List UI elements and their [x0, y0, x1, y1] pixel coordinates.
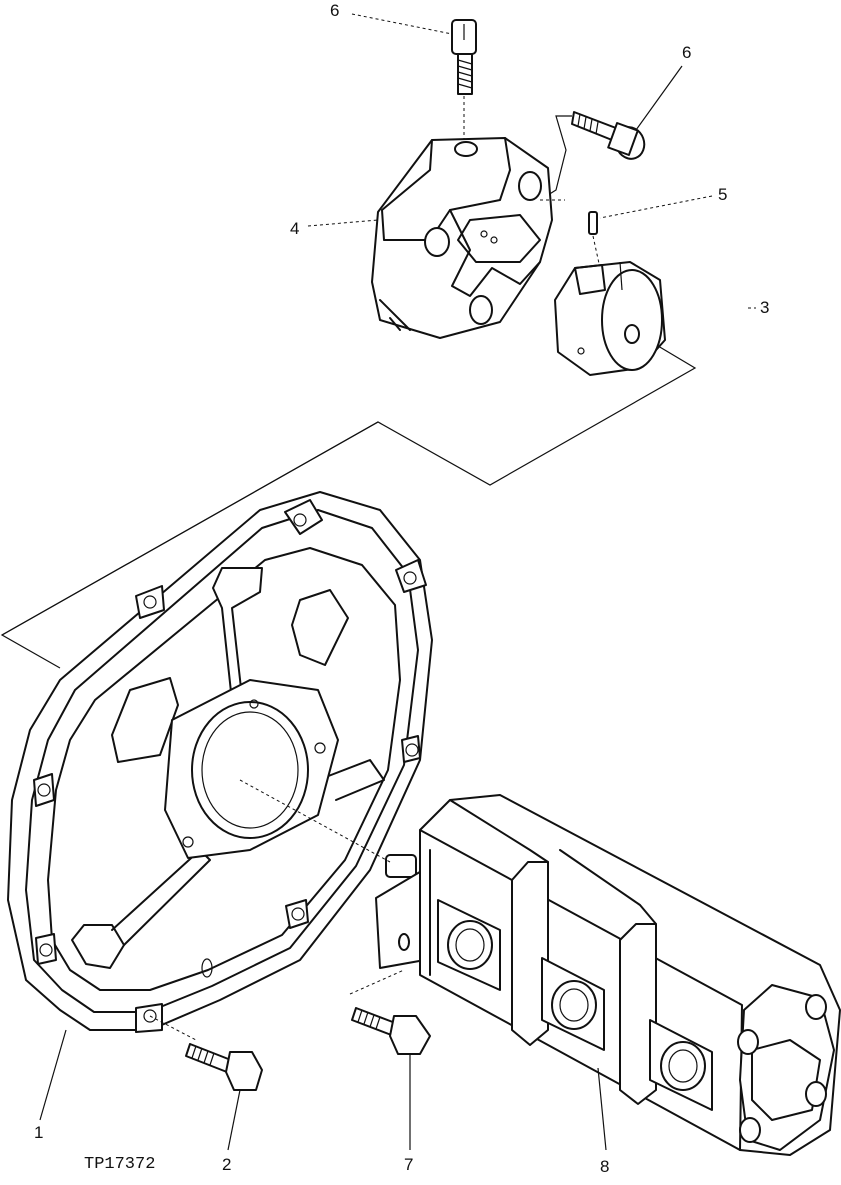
cap-screw-horizontal [539, 111, 646, 201]
callout-4: 4 [290, 219, 299, 238]
cap-screw-vertical [451, 19, 477, 140]
flywheel-housing-plate [7, 491, 433, 1033]
figure-id: TP17372 [84, 1155, 155, 1174]
callout-7: 7 [404, 1155, 413, 1174]
coupling-hub [554, 261, 666, 376]
assembly-line-coupling-to-housing [0, 339, 697, 669]
flange-bolt-pump [349, 969, 431, 1055]
callout-6-top: 6 [330, 1, 339, 20]
callout-5: 5 [718, 185, 727, 204]
flexible-coupling-element [371, 137, 565, 339]
callout-leaders [39, 13, 756, 1151]
callout-1: 1 [34, 1123, 43, 1142]
callout-6-right: 6 [682, 43, 691, 62]
callout-2: 2 [222, 1155, 231, 1174]
callout-8: 8 [600, 1157, 609, 1176]
spring-pin [588, 211, 601, 269]
hydraulic-gear-pump [239, 779, 841, 1156]
callout-3: 3 [760, 298, 769, 317]
flange-bolt [149, 1015, 263, 1091]
